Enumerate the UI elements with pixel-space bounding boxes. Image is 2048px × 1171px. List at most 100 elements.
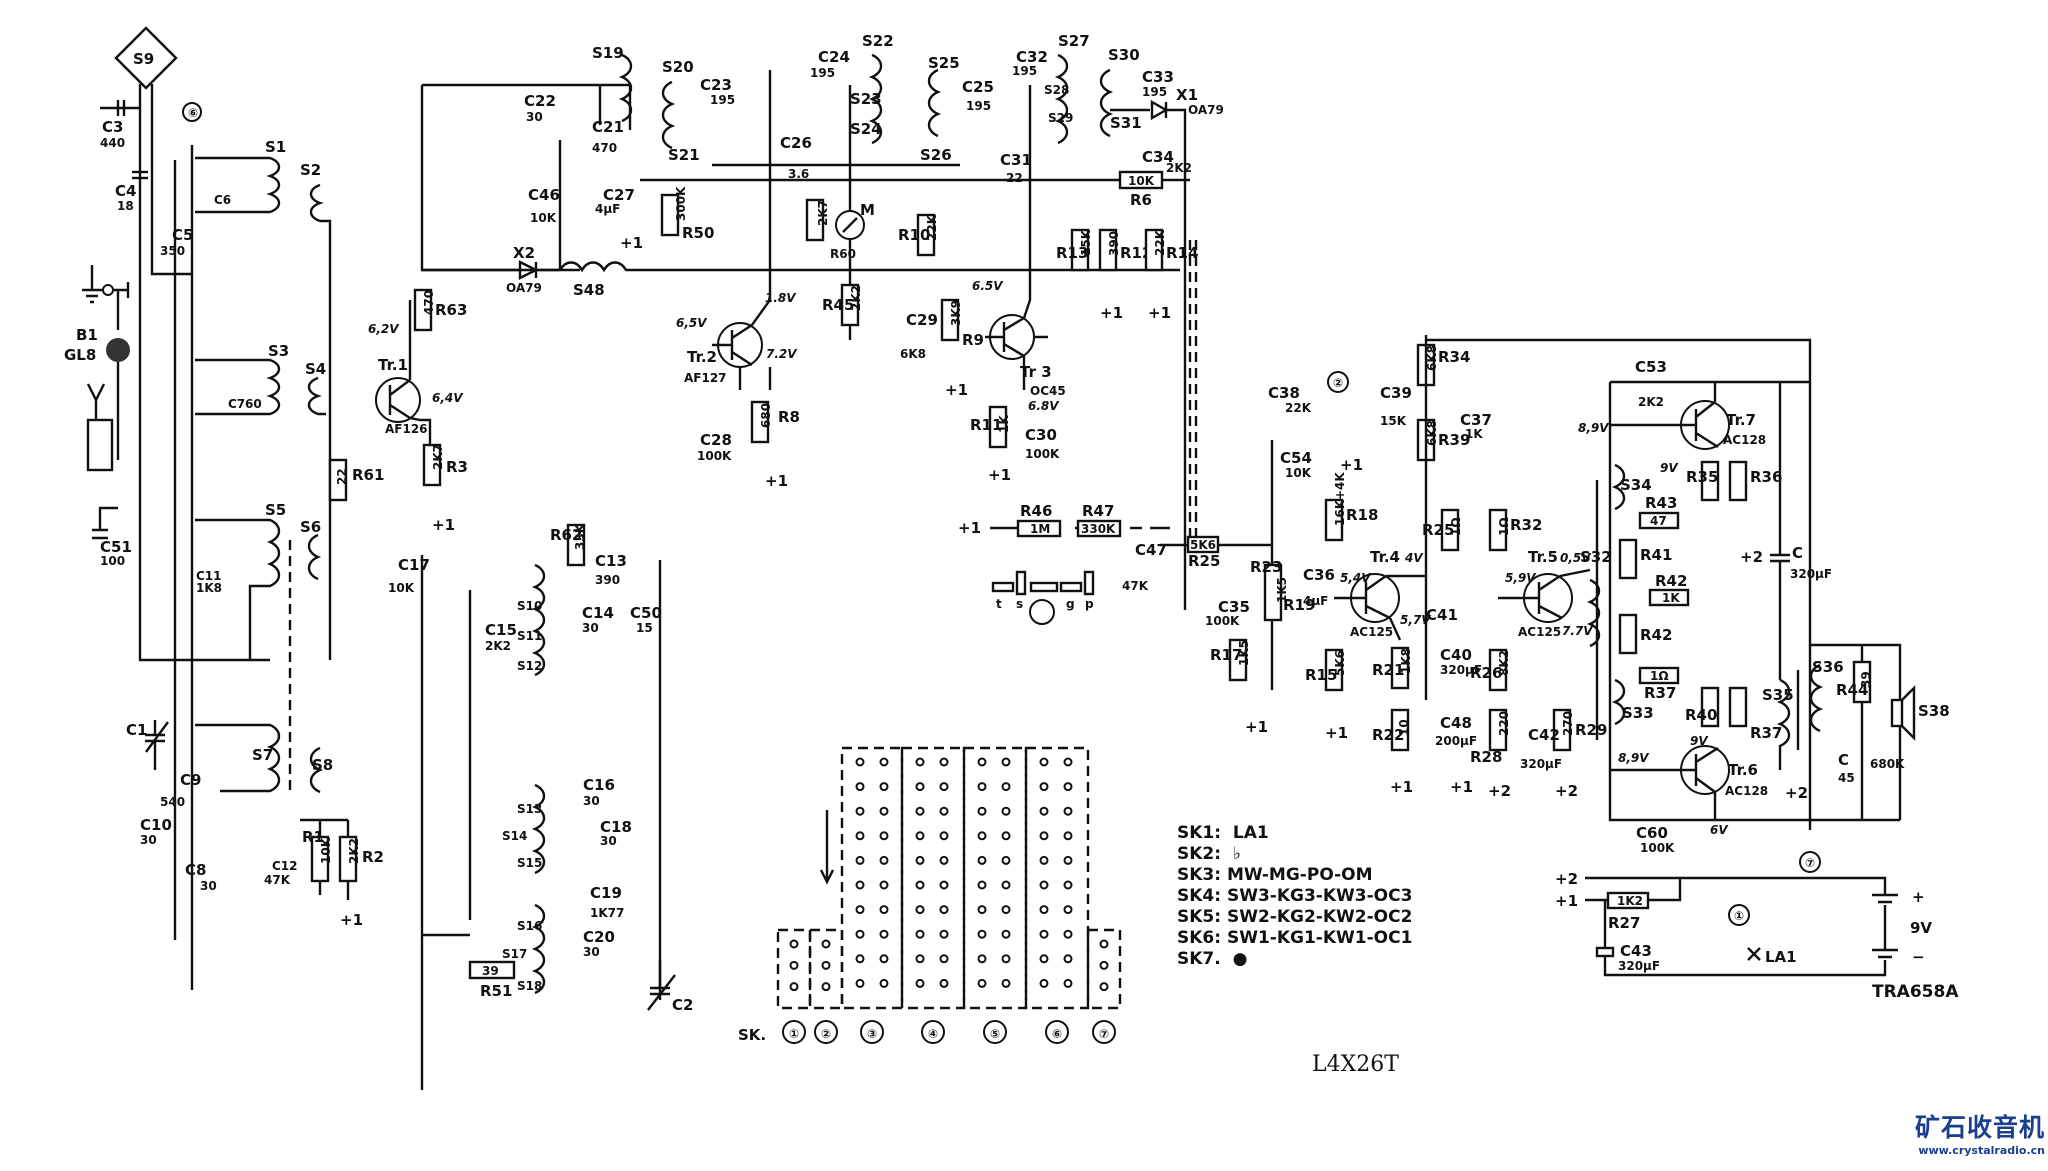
svg-text:+1: +1 — [1450, 778, 1473, 796]
label-c16: C16 — [583, 776, 615, 794]
resistor-r22 — [1390, 708, 1410, 752]
switch-contact — [1001, 905, 1011, 915]
label-c27: C27 — [603, 186, 635, 204]
tone-control: +1 1M R46 330K R47 C47 47K t s g p — [958, 502, 1170, 625]
switch-contact — [939, 831, 949, 841]
tone-key-center[interactable] — [1029, 581, 1059, 593]
label-c30: C30 — [1025, 426, 1057, 444]
svg-text:S3: S3 — [268, 342, 289, 360]
svg-text:R26: R26 — [1470, 664, 1502, 682]
value-c7: 60 — [245, 397, 262, 411]
label-r25: R25 — [1422, 521, 1454, 539]
switch-contact — [939, 954, 949, 964]
tone-key-t[interactable] — [991, 581, 1015, 593]
svg-text:+1: +1 — [1325, 724, 1348, 742]
svg-text:R21: R21 — [1372, 661, 1404, 679]
switch-contact — [789, 960, 799, 970]
svg-text:R3: R3 — [446, 458, 468, 476]
svg-text:R40: R40 — [1685, 706, 1717, 724]
label-c22: C22 — [524, 92, 556, 110]
svg-text:R50: R50 — [682, 224, 714, 242]
label-c33: C33 — [1142, 68, 1174, 86]
switch-contact — [879, 831, 889, 841]
value-c45: 680K — [1870, 757, 1905, 771]
svg-text:5,9V: 5,9V — [1505, 571, 1537, 585]
resistor-r6 — [1118, 170, 1164, 190]
tone-key-g[interactable] — [1059, 581, 1083, 593]
tr4-type: AC125 — [1350, 625, 1393, 639]
coil-s10: S10 — [517, 599, 542, 613]
switch-contact — [855, 905, 865, 915]
switch-contact — [1039, 954, 1049, 964]
coil-s1: S1 — [195, 138, 286, 214]
svg-text:270: 270 — [1561, 711, 1575, 736]
switch-contact — [977, 905, 987, 915]
label-c41: C41 — [1426, 606, 1458, 624]
label-b1: B1 — [76, 326, 98, 344]
value-c15: 2K2 — [485, 639, 511, 653]
label-s9: S9 — [133, 50, 154, 68]
svg-text:S6: S6 — [300, 518, 321, 536]
switch-contact — [879, 978, 889, 988]
switch-section-marker — [860, 1020, 884, 1044]
value-c51: 100 — [100, 554, 125, 568]
svg-text:300K: 300K — [674, 186, 688, 221]
svg-text:+2: +2 — [1555, 782, 1578, 800]
audio-preamp: 5K6 R25 1K5 R23 R19 C35 100K 1K5 R17 +1 … — [1160, 335, 1812, 830]
svg-text:+1: +1 — [1340, 456, 1363, 474]
svg-text:390: 390 — [1107, 231, 1121, 256]
svg-text:9V: 9V — [1660, 461, 1679, 475]
switch-section-label: ④ — [928, 1027, 938, 1041]
resistor-r63 — [413, 288, 433, 332]
antenna-section: S9 C3 440 C4 18 B1 GL8 C51 100 — [64, 26, 270, 662]
svg-text:2K2: 2K2 — [347, 838, 361, 864]
label-c6: C6 — [214, 193, 231, 207]
svg-text:R23: R23 — [1250, 558, 1282, 576]
tone-key-s[interactable] — [1015, 570, 1027, 596]
tr5-ref: Tr.5 — [1528, 548, 1558, 566]
svg-text:R27: R27 — [1608, 914, 1640, 932]
svg-text:2K7: 2K7 — [431, 444, 445, 470]
switch-contact — [1063, 905, 1073, 915]
label-c26: C26 — [780, 134, 812, 152]
svg-text:1Ω: 1Ω — [1497, 517, 1511, 536]
svg-text:+1: +1 — [958, 519, 981, 537]
svg-text:R61: R61 — [352, 466, 384, 484]
tr2-ref: Tr.2 — [687, 348, 717, 366]
svg-text:R62: R62 — [550, 526, 582, 544]
switch-contact — [855, 855, 865, 865]
resistor-r51 — [468, 960, 516, 980]
label-c18: C18 — [600, 818, 632, 836]
coil-s19: S19 — [592, 44, 624, 62]
switch-contact — [1001, 880, 1011, 890]
value-c16: 30 — [583, 794, 600, 808]
switch-contact — [1039, 929, 1049, 939]
svg-text:39: 39 — [1859, 671, 1873, 688]
legend-row: SK3: MW-MG-PO-OM — [1177, 865, 1373, 885]
switch-contact — [1063, 954, 1073, 964]
switch-contact — [1001, 855, 1011, 865]
coil-s30: S30 — [1108, 46, 1140, 64]
tone-key-p[interactable] — [1083, 570, 1095, 596]
switch-contact — [939, 905, 949, 915]
switch-contact — [939, 806, 949, 816]
coil-s11: S11 — [517, 629, 542, 643]
svg-text:p: p — [1085, 597, 1094, 611]
switch-contact — [1099, 982, 1109, 992]
value-c5: 350 — [160, 244, 185, 258]
svg-text:R41: R41 — [1640, 546, 1672, 564]
label-r1: R1 — [302, 828, 324, 846]
label-c44: C — [1792, 544, 1803, 562]
value-c14: 30 — [582, 621, 599, 635]
label-c43: C43 — [1620, 942, 1652, 960]
label-c10: C10 — [140, 816, 172, 834]
value-c25: 195 — [966, 99, 991, 113]
label-la1: LA1 — [1765, 948, 1797, 966]
switch-contact — [1039, 806, 1049, 816]
svg-text:1.8V: 1.8V — [765, 291, 797, 305]
label-c23: C23 — [700, 76, 732, 94]
switch-contact — [879, 782, 889, 792]
coil-s36: S36 — [1812, 658, 1844, 676]
switch-contact — [1039, 782, 1049, 792]
